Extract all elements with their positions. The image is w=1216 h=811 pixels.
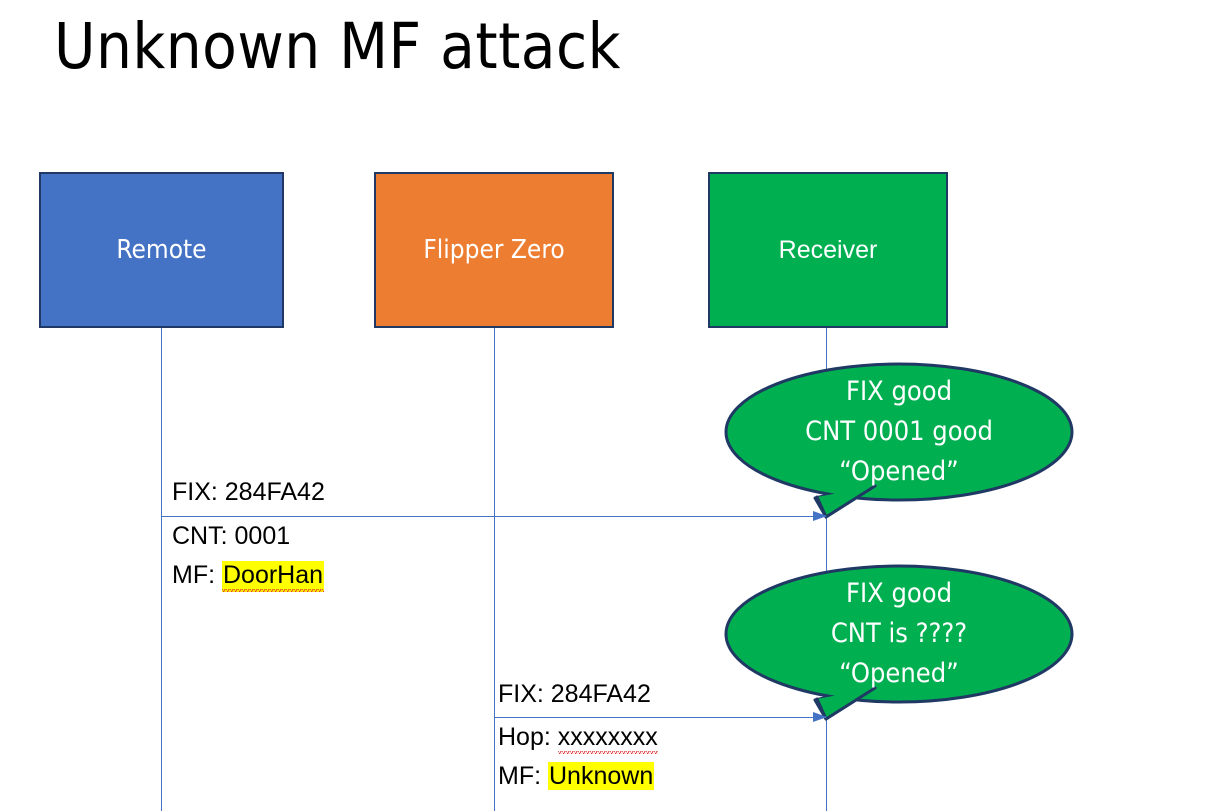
actor-box-remote[interactable]: Remote [39, 172, 284, 328]
callout-bubble-genuine[interactable]: FIX good CNT 0001 good “Opened” [718, 358, 1080, 520]
page-title: Unknown MF attack [54, 10, 622, 83]
callout-bubble-unknown-shape [724, 564, 1074, 721]
message2-mf-value: Unknown [548, 762, 655, 790]
message-arrow-flipper-to-receiver [494, 712, 827, 722]
message1-mf-line: MF: DoorHan [172, 556, 325, 595]
actor-label-flipper: Flipper Zero [423, 235, 565, 265]
actor-box-flipper[interactable]: Flipper Zero [374, 172, 614, 328]
actor-label-remote: Remote [116, 235, 207, 265]
message1-mf-key: MF: [172, 561, 216, 589]
message-arrow-remote-to-receiver [161, 511, 827, 521]
message-label-below-flipper: Hop: xxxxxxxx MF: Unknown [498, 718, 658, 796]
message1-cnt-line: CNT: 0001 [172, 517, 324, 556]
message1-fix-line: FIX: 284FA42 [172, 478, 325, 506]
callout-bubble-unknown[interactable]: FIX good CNT is ???? “Opened” [718, 560, 1080, 722]
callout-bubble-genuine-shape [724, 362, 1074, 519]
lifeline-remote [161, 328, 162, 811]
message2-mf-key: MF: [498, 762, 542, 790]
message-label-above-remote: FIX: 284FA42 [172, 473, 325, 512]
message1-cnt-value: 0001 [234, 522, 291, 550]
message-label-below-remote: CNT: 0001 MF: DoorHan [172, 517, 325, 595]
actor-label-receiver: Receiver [778, 235, 878, 264]
message2-mf-line: MF: Unknown [498, 757, 658, 796]
message2-hop-key: Hop: [498, 723, 551, 751]
message-label-above-flipper: FIX: 284FA42 [498, 675, 651, 714]
lifeline-receiver [826, 328, 827, 811]
lifeline-flipper [494, 328, 495, 811]
message2-hop-value: xxxxxxxx [557, 723, 658, 754]
message1-cnt-key: CNT: [172, 522, 228, 550]
message1-mf-value: DoorHan [222, 561, 325, 592]
actor-box-receiver[interactable]: Receiver [708, 172, 948, 328]
message2-hop-line: Hop: xxxxxxxx [498, 718, 658, 757]
message2-fix-line: FIX: 284FA42 [498, 680, 651, 708]
